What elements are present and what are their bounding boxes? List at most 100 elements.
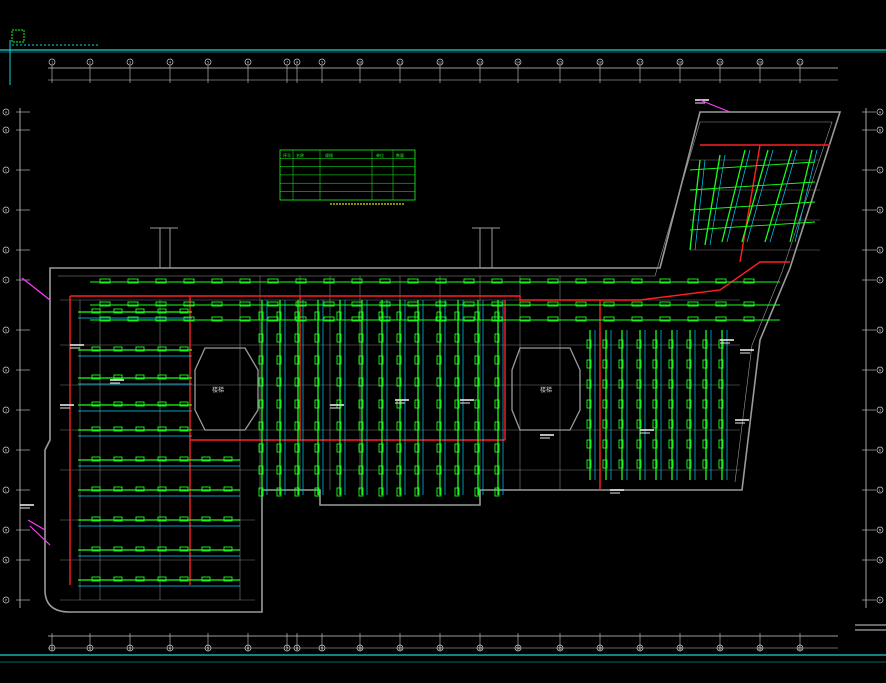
duct-segment	[618, 379, 624, 389]
duct-segment	[702, 399, 708, 409]
duct-segment	[127, 278, 139, 284]
duct-segment	[686, 399, 692, 409]
duct-segment	[715, 316, 727, 322]
duct-run	[726, 149, 751, 243]
duct-segment	[668, 439, 674, 449]
grid-label: 15	[558, 61, 562, 65]
duct-run	[794, 149, 818, 243]
duct-segment	[407, 278, 419, 284]
duct-segment	[113, 308, 123, 314]
duct-segment	[743, 278, 755, 284]
duct-segment	[258, 355, 264, 365]
grid-bubble	[436, 644, 444, 652]
grid-bubble	[48, 644, 56, 652]
duct-segment	[715, 278, 727, 284]
duct-segment	[603, 278, 615, 284]
duct-segment	[336, 377, 342, 387]
duct-segment	[718, 459, 724, 469]
duct-segment	[358, 399, 364, 409]
duct-segment	[113, 426, 123, 432]
duct-segment	[652, 419, 658, 429]
duct-run	[721, 149, 746, 243]
building-outline	[44, 111, 842, 613]
duct-segment	[668, 339, 674, 349]
duct-segment	[201, 576, 211, 582]
duct-segment	[323, 278, 335, 284]
legend-header-1: 序号	[283, 152, 291, 158]
grid-bubble	[514, 58, 522, 66]
duct-segment	[179, 456, 189, 462]
grid-label: 14	[516, 61, 520, 65]
grid-label: K	[5, 449, 8, 453]
duct-segment	[294, 399, 300, 409]
grid-label: K	[879, 449, 882, 453]
duct-segment	[211, 278, 223, 284]
grid-label: 13	[478, 647, 482, 651]
duct-segment	[113, 346, 123, 352]
duct-segment	[314, 377, 320, 387]
duct-segment	[135, 374, 145, 380]
duct-segment	[603, 301, 615, 307]
duct-segment	[211, 301, 223, 307]
grid-bubble	[2, 486, 10, 494]
duct-segment	[258, 421, 264, 431]
duct-segment	[547, 301, 559, 307]
duct-segment	[91, 346, 101, 352]
duct-segment	[519, 278, 531, 284]
duct-segment	[631, 316, 643, 322]
grid-bubble	[876, 556, 884, 564]
grid-label: B	[879, 129, 881, 133]
duct-segment	[379, 278, 391, 284]
grid-label: D	[5, 209, 7, 213]
grid-bubble	[756, 58, 764, 66]
duct-segment	[258, 399, 264, 409]
duct-segment	[636, 419, 642, 429]
duct-segment	[223, 576, 233, 582]
duct-segment	[135, 308, 145, 314]
duct-segment	[91, 401, 101, 407]
duct-segment	[668, 459, 674, 469]
grid-label: B	[5, 129, 7, 133]
grid-bubble	[636, 644, 644, 652]
duct-segment	[618, 419, 624, 429]
duct-segment	[454, 333, 460, 343]
grid-label: 19	[718, 647, 722, 651]
duct-segment	[686, 439, 692, 449]
grid-bubble	[556, 58, 564, 66]
grid-bubble	[126, 644, 134, 652]
duct-segment	[157, 546, 167, 552]
duct-segment	[201, 546, 211, 552]
grid-label: E	[5, 249, 7, 253]
grid-bubble	[2, 526, 10, 534]
duct-segment	[179, 426, 189, 432]
grid-bubble	[396, 58, 404, 66]
grid-bubble	[318, 58, 326, 66]
duct-segment	[396, 355, 402, 365]
duct-segment	[294, 377, 300, 387]
grid-label: 7	[286, 61, 288, 65]
legend-header-3: 规格	[325, 152, 333, 158]
drawing-frame	[0, 40, 886, 663]
duct-segment	[258, 377, 264, 387]
duct-segment	[276, 355, 282, 365]
grid-bubble	[636, 58, 644, 66]
duct-segment	[314, 487, 320, 497]
grid-bubble	[166, 644, 174, 652]
duct-segment	[414, 487, 420, 497]
duct-segment	[294, 465, 300, 475]
duct-segment	[702, 419, 708, 429]
duct-segment	[575, 316, 587, 322]
grid-label: 13	[478, 61, 482, 65]
duct-run	[789, 149, 813, 243]
duct-segment	[396, 487, 402, 497]
duct-segment	[183, 316, 195, 322]
duct-segment	[718, 359, 724, 369]
grid-label: 20	[758, 61, 762, 65]
duct-segment	[659, 278, 671, 284]
grid-bubble	[676, 644, 684, 652]
duct-segment	[602, 439, 608, 449]
duct-segment	[99, 301, 111, 307]
grid-label: J	[879, 409, 881, 413]
